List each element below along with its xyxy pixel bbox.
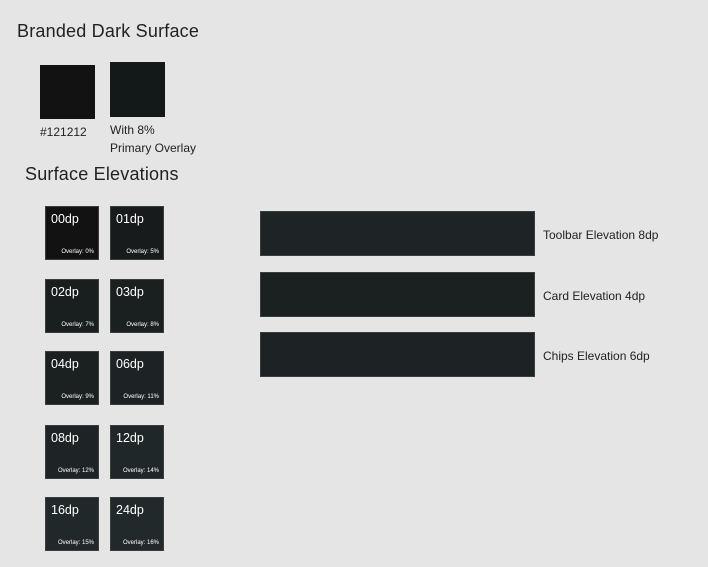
caption-line-1: With 8%	[110, 123, 155, 137]
tile-overlay-label: Overlay: 0%	[61, 249, 94, 255]
tile-overlay-label: Overlay: 11%	[123, 394, 159, 400]
tile-dp-label: 06dp	[116, 357, 144, 371]
tile-overlay-label: Overlay: 5%	[126, 249, 159, 255]
surface-elevations-title: Surface Elevations	[25, 164, 179, 184]
elevation-bar-label: Toolbar Elevation 8dp	[543, 228, 659, 242]
swatch-primary-overlay-caption: With 8% Primary Overlay	[110, 121, 196, 157]
tile-overlay-label: Overlay: 9%	[61, 394, 94, 400]
tile-dp-label: 12dp	[116, 431, 144, 445]
tile-overlay-label: Overlay: 16%	[122, 540, 159, 546]
tile-dp-label: 16dp	[51, 503, 79, 517]
swatch-121212	[40, 65, 95, 119]
elevation-bar-3	[260, 332, 535, 377]
tile-dp-label: 03dp	[116, 285, 144, 299]
tile-dp-label: 00dp	[51, 212, 79, 226]
tile-overlay-label: Overlay: 14%	[122, 468, 159, 474]
branded-dark-surface-title: Branded Dark Surface	[17, 21, 200, 41]
tile-overlay-label: Overlay: 15%	[57, 540, 94, 546]
tile-dp-label: 02dp	[51, 285, 79, 299]
swatch-primary-overlay	[110, 62, 165, 117]
elevation-bar-label: Chips Elevation 6dp	[543, 349, 650, 363]
tile-dp-label: 08dp	[51, 431, 79, 445]
caption-line-2: Primary Overlay	[110, 141, 197, 155]
tile-overlay-label: Overlay: 7%	[61, 322, 94, 328]
tile-dp-label: 01dp	[116, 212, 144, 226]
tile-dp-label: 04dp	[51, 357, 79, 371]
swatch-121212-caption: #121212	[40, 125, 87, 139]
tile-dp-label: 24dp	[116, 503, 144, 517]
tile-overlay-label: Overlay: 12%	[57, 468, 94, 474]
elevation-bar-2	[260, 272, 535, 317]
tile-overlay-label: Overlay: 8%	[126, 322, 159, 328]
elevation-bar-label: Card Elevation 4dp	[543, 289, 646, 303]
elevation-bar-1	[260, 211, 535, 256]
